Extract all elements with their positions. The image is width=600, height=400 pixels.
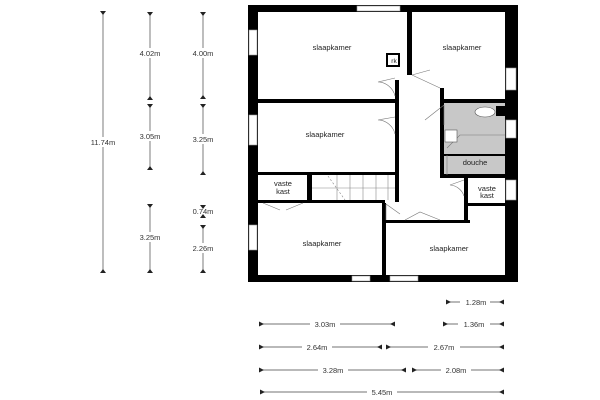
room-label-bedroom: slaapkamer bbox=[303, 239, 342, 248]
dimension-arrow bbox=[200, 104, 206, 108]
dimension-arrow bbox=[443, 321, 448, 327]
room-label-bedroom: slaapkamer bbox=[306, 130, 345, 139]
dim-label: 3.25m bbox=[193, 135, 214, 144]
dimension-arrow bbox=[446, 299, 451, 305]
dimension-arrow bbox=[200, 12, 206, 16]
vertical-dimensions: 11.74m 4.02m 3.05m 3.25m 4.00m 3.25m 0.7… bbox=[88, 11, 218, 273]
room-label-bedroom: slaapkamer bbox=[443, 43, 482, 52]
dim-label: 4.00m bbox=[193, 49, 214, 58]
room-label-closet: vaste bbox=[478, 184, 496, 193]
dimension-arrow bbox=[499, 389, 504, 395]
room-label-rk: rk bbox=[391, 58, 397, 65]
dimension-arrow bbox=[200, 214, 206, 218]
dimension-arrow bbox=[259, 321, 264, 327]
dim-label: 2.64m bbox=[307, 343, 328, 352]
dimension-arrow bbox=[499, 367, 504, 373]
dimension-arrow bbox=[147, 12, 153, 16]
dimension-arrow bbox=[499, 299, 504, 305]
dimension-arrow bbox=[412, 367, 417, 373]
dimension-arrow bbox=[100, 11, 106, 15]
dimension-arrow bbox=[200, 205, 206, 209]
dimension-arrow bbox=[147, 204, 153, 208]
dim-label: 3.03m bbox=[315, 320, 336, 329]
dimension-arrow bbox=[386, 344, 391, 350]
dim-label: 5.45m bbox=[372, 388, 393, 397]
dimension-arrow bbox=[147, 96, 153, 100]
dimension-arrow bbox=[147, 166, 153, 170]
dimension-arrow bbox=[259, 367, 264, 373]
dim-label: 2.26m bbox=[193, 244, 214, 253]
dimension-arrow bbox=[377, 344, 382, 350]
dimension-arrow bbox=[147, 104, 153, 108]
dimension-arrow bbox=[499, 321, 504, 327]
dimension-arrow bbox=[260, 389, 265, 395]
dimension-arrow bbox=[499, 344, 504, 350]
dimension-arrow bbox=[401, 367, 406, 373]
dim-total-height: 11.74m bbox=[91, 138, 115, 147]
room-label-bedroom: slaapkamer bbox=[430, 244, 469, 253]
dim-label: 3.05m bbox=[140, 132, 161, 141]
room-label-closet: vaste bbox=[274, 179, 292, 188]
dim-label: 0.74m bbox=[193, 207, 214, 216]
windows bbox=[248, 5, 517, 282]
dimension-arrow bbox=[390, 321, 395, 327]
dimension-arrow bbox=[200, 171, 206, 175]
room-label-shower: douche bbox=[463, 158, 488, 167]
dim-label: 4.02m bbox=[140, 49, 161, 58]
dimension-arrow bbox=[200, 269, 206, 273]
dimension-arrow bbox=[147, 269, 153, 273]
room-label-closet: kast bbox=[276, 187, 291, 196]
room-label-bedroom: slaapkamer bbox=[313, 43, 352, 52]
dim-label: 1.36m bbox=[464, 320, 485, 329]
dimension-arrow bbox=[200, 95, 206, 99]
dim-label: 2.08m bbox=[446, 366, 467, 375]
dim-label: 1.28m bbox=[466, 298, 487, 307]
dimension-arrow bbox=[200, 225, 206, 229]
dimension-arrow bbox=[100, 269, 106, 273]
dim-label: 3.25m bbox=[140, 233, 161, 242]
staircase bbox=[312, 175, 395, 201]
doors bbox=[262, 69, 505, 221]
dim-label: 3.28m bbox=[323, 366, 344, 375]
dim-label: 2.67m bbox=[434, 343, 455, 352]
dimension-arrow bbox=[259, 344, 264, 350]
horizontal-dimensions: 1.28m 3.03m 1.36m 2.64m 2.67m 3.28m 2.08… bbox=[259, 297, 504, 397]
room-label-closet: kast bbox=[480, 191, 495, 200]
